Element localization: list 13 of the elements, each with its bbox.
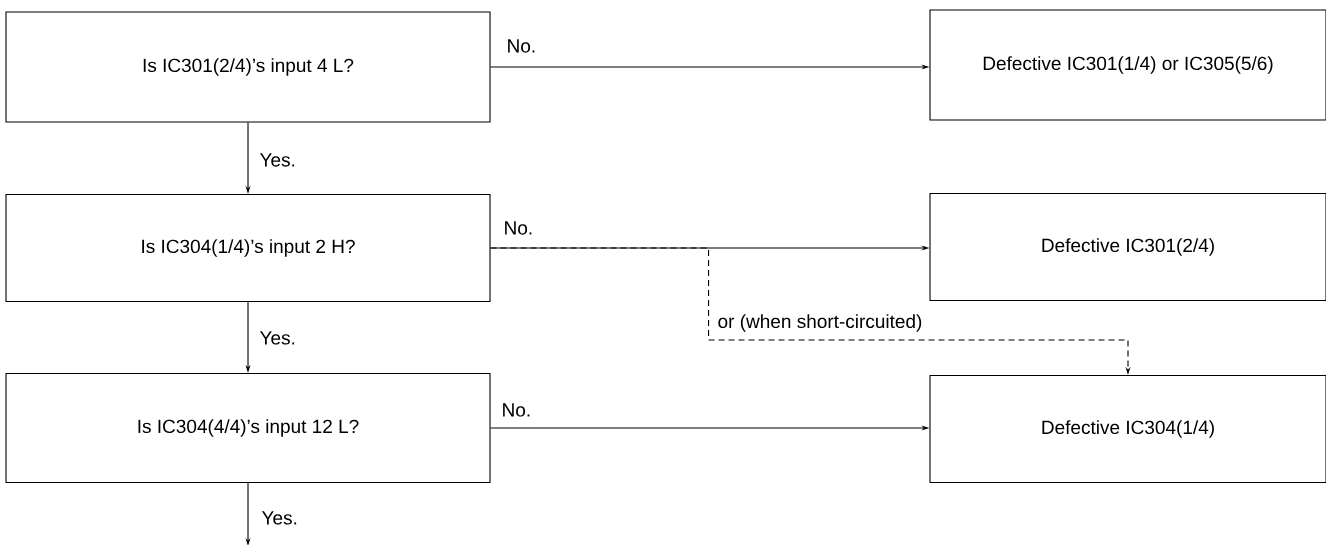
- result-box: Defective IC301(2/4): [929, 192, 1326, 302]
- edge-label: or (when short-circuited): [716, 313, 924, 333]
- decision-box: Is IC304(1/4)’s input 2 H?: [5, 193, 491, 303]
- edge-label: Yes.: [258, 152, 297, 168]
- edge-label: No.: [500, 402, 533, 418]
- result-box: Defective IC301(1/4) or IC305(5/6): [929, 9, 1326, 121]
- decision-box: Is IC301(2/4)’s input 4 L?: [5, 11, 491, 123]
- edge-label: No.: [505, 38, 538, 54]
- edge-label: Yes.: [258, 330, 297, 346]
- decision-box: Is IC304(4/4)’s input 12 L?: [5, 372, 491, 484]
- edge-label: No.: [502, 220, 535, 236]
- edge-label: Yes.: [260, 510, 299, 526]
- result-box: Defective IC304(1/4): [929, 374, 1326, 484]
